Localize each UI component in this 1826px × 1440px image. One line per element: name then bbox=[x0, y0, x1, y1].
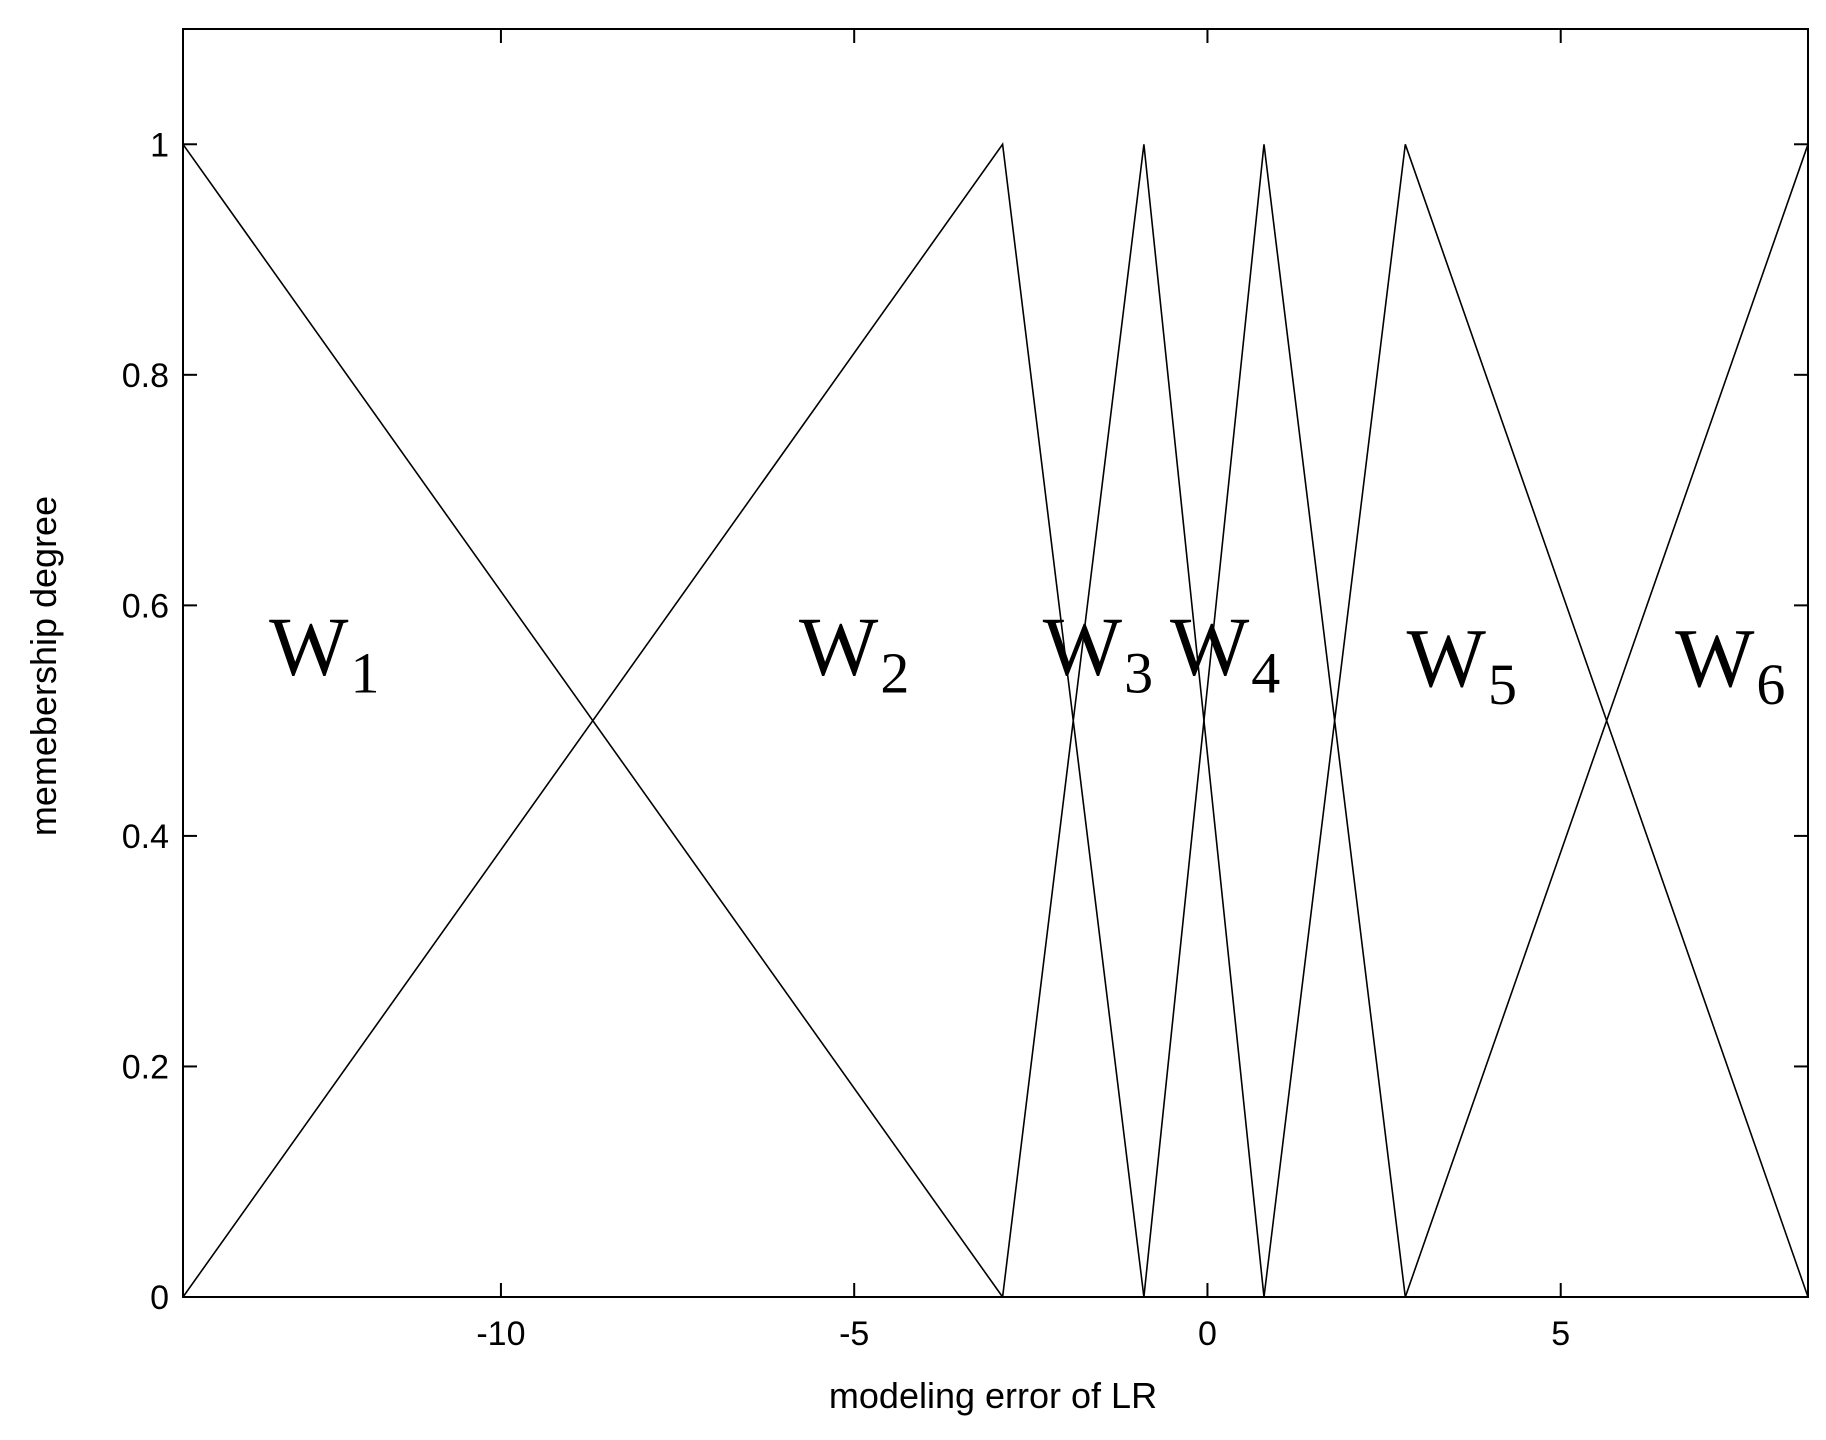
region-label-1: W1 bbox=[269, 601, 379, 706]
series-line-5 bbox=[1263, 144, 1809, 1298]
x-axis-title: modeling error of LR bbox=[829, 1375, 1157, 1416]
x-tick-label: 0 bbox=[1198, 1315, 1217, 1353]
x-tick-label: 5 bbox=[1551, 1315, 1570, 1353]
y-tick-label: 0.6 bbox=[122, 587, 169, 625]
series-line-6 bbox=[1404, 144, 1809, 1298]
region-label-5: W5 bbox=[1407, 612, 1517, 717]
y-tick-label: 1 bbox=[150, 126, 169, 164]
region-label-3: W3 bbox=[1043, 601, 1153, 706]
region-label-6: W6 bbox=[1675, 612, 1785, 717]
y-tick-label: 0 bbox=[150, 1279, 169, 1317]
x-tick-label: -10 bbox=[476, 1315, 525, 1353]
series-line-2 bbox=[182, 142, 1145, 1298]
y-axis-title: memebership degree bbox=[23, 496, 64, 836]
ticks-layer: -10 -5 0 5 0 0.2 0.4 0.6 0.8 1 bbox=[122, 29, 1808, 1353]
x-tick-label: -5 bbox=[839, 1315, 869, 1353]
y-tick-label: 0.4 bbox=[122, 818, 169, 856]
y-tick-label: 0.2 bbox=[122, 1048, 169, 1086]
region-label-4: W4 bbox=[1170, 601, 1280, 706]
series-line-3 bbox=[1001, 144, 1265, 1298]
series-layer bbox=[182, 142, 1809, 1298]
region-label-2: W2 bbox=[799, 601, 909, 706]
y-tick-label: 0.8 bbox=[122, 357, 169, 395]
plot-area bbox=[182, 28, 1809, 1298]
series-line-4 bbox=[1143, 144, 1407, 1298]
